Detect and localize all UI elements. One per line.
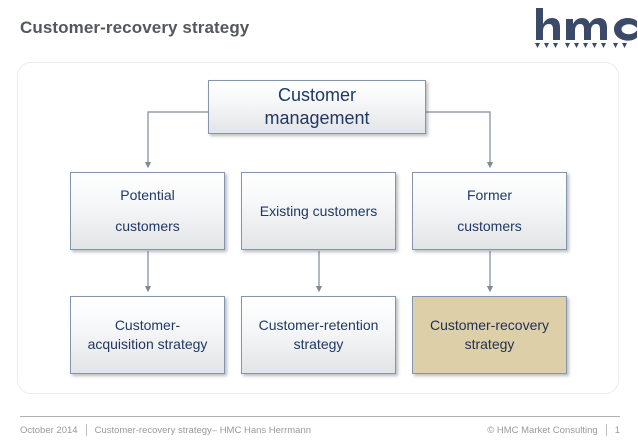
footer-separator [85, 424, 87, 436]
footer: October 2014 Customer-recovery strategy–… [20, 421, 620, 439]
hmc-logo [530, 6, 638, 50]
node-label: Customer-acquisition strategy [87, 317, 208, 352]
footer-right: © HMC Market Consulting 1 [487, 424, 620, 436]
footer-divider [20, 416, 620, 417]
page-number: 1 [614, 424, 620, 436]
page-title: Customer-recovery strategy [20, 18, 250, 37]
footer-date: October 2014 [20, 424, 78, 436]
node-customer-acquisition-strategy[interactable]: Customer-acquisition strategy [70, 296, 225, 374]
node-label: Existing customers [259, 202, 378, 219]
node-existing-customers[interactable]: Existing customers [241, 172, 396, 250]
footer-separator [605, 424, 607, 436]
footer-left: October 2014 Customer-recovery strategy–… [20, 424, 487, 436]
footer-subject: Customer-recovery strategy– HMC Hans Her… [94, 424, 312, 436]
footer-copyright: © HMC Market Consulting [487, 424, 598, 436]
